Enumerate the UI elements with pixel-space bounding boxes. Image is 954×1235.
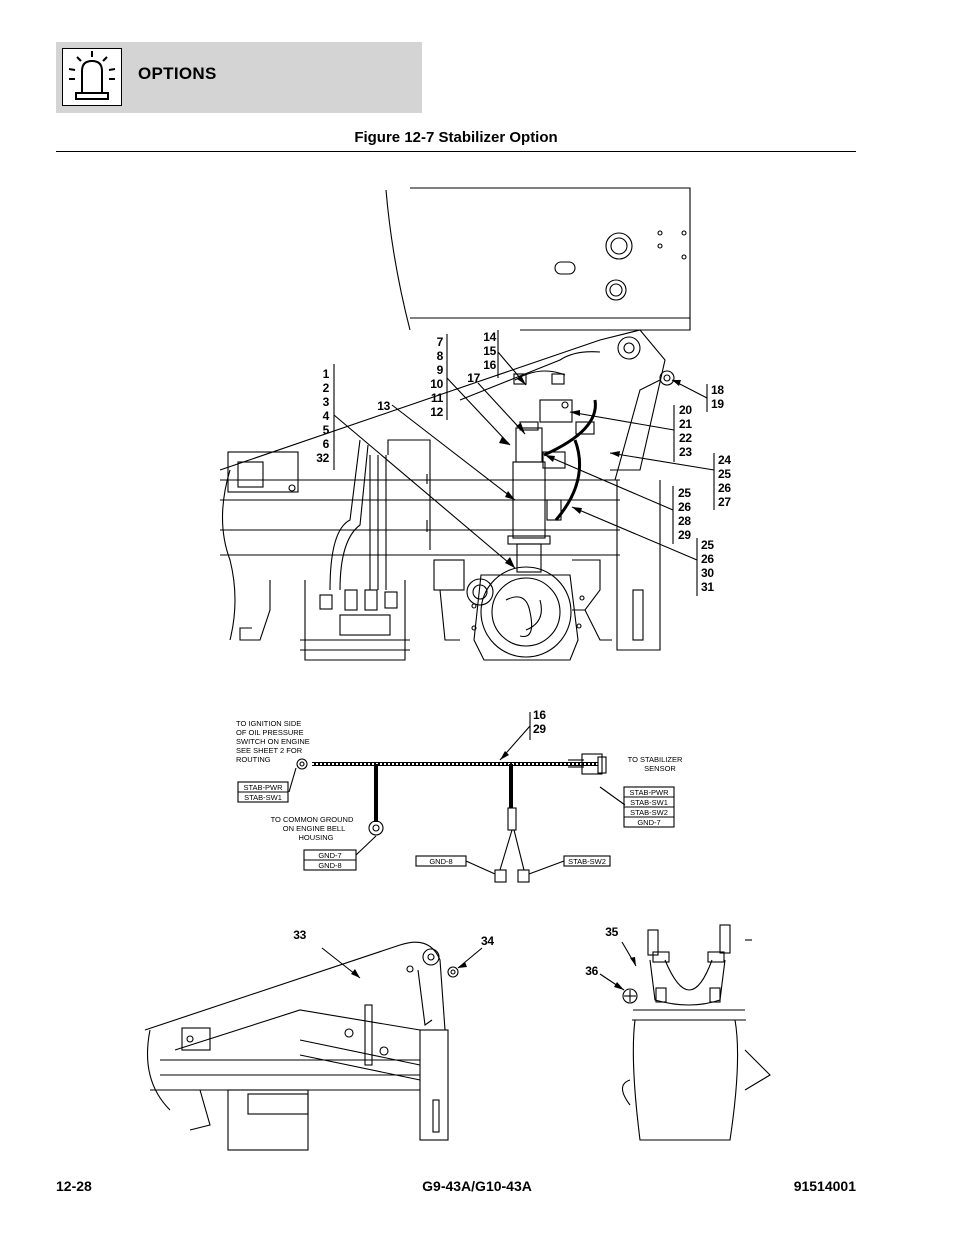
callout-24: 24 (718, 453, 731, 467)
tag-ground-gnd-7: GND-7 (318, 851, 341, 860)
callout-18: 18 (711, 383, 724, 397)
callout-6: 6 (323, 437, 330, 451)
tag-left-stab-pwr: STAB-PWR (243, 783, 283, 792)
footer-page-number: 12-28 (56, 1178, 92, 1194)
callout-1: 1 (323, 367, 330, 381)
footer-model: G9-43A/G10-43A (422, 1178, 532, 1194)
note-ignition-line5: ROUTING (236, 755, 271, 764)
callout-26a: 26 (718, 481, 731, 495)
callout-25a: 25 (718, 467, 731, 481)
callout-14: 14 (483, 330, 496, 344)
callout-25b: 25 (678, 486, 691, 500)
callout-36: 36 (585, 964, 598, 978)
tag-ground-gnd-8: GND-8 (318, 861, 341, 870)
callout-2: 2 (323, 381, 330, 395)
callout-17: 17 (467, 371, 480, 385)
callout-16b: 16 (533, 708, 546, 722)
callout-22: 22 (679, 431, 692, 445)
callout-26b: 26 (678, 500, 691, 514)
tag-stab-sw2: STAB-SW2 (568, 857, 606, 866)
note-ground-line3: HOUSING (298, 833, 333, 842)
tag-right-stab-sw2: STAB-SW2 (630, 808, 668, 817)
callout-25c: 25 (701, 538, 714, 552)
callout-34: 34 (481, 934, 494, 948)
callout-29b: 29 (533, 722, 546, 736)
tag-right-stab-pwr: STAB-PWR (629, 788, 669, 797)
tag-gnd-8: GND-8 (429, 857, 452, 866)
note-ignition-line4: SEE SHEET 2 FOR (236, 746, 303, 755)
callout-19: 19 (711, 397, 724, 411)
note-ignition-line2: OF OIL PRESSURE (236, 728, 304, 737)
callout-33: 33 (293, 928, 306, 942)
note-ground-line2: ON ENGINE BELL (283, 824, 346, 833)
callout-13: 13 (377, 399, 390, 413)
callout-20: 20 (679, 403, 692, 417)
callout-31: 31 (701, 580, 714, 594)
callout-21: 21 (679, 417, 692, 431)
callout-3: 3 (323, 395, 330, 409)
callout-12: 12 (430, 405, 443, 419)
note-sensor-line2: SENSOR (644, 764, 676, 773)
note-ignition-line1: TO IGNITION SIDE (236, 719, 301, 728)
figure-title: Figure 12-7 Stabilizer Option (354, 129, 558, 146)
callout-28: 28 (678, 514, 691, 528)
title-rule (56, 151, 856, 152)
callout-10: 10 (430, 377, 443, 391)
callout-4: 4 (323, 409, 330, 423)
note-ignition-line3: SWITCH ON ENGINE (236, 737, 310, 746)
callout-8: 8 (437, 349, 444, 363)
callout-29a: 29 (678, 528, 691, 542)
callout-11: 11 (431, 391, 444, 405)
callout-7: 7 (437, 335, 444, 349)
callout-30: 30 (701, 566, 714, 580)
section-title: OPTIONS (138, 64, 217, 83)
callout-16: 16 (483, 358, 496, 372)
callout-32: 32 (316, 451, 329, 465)
tag-right-stab-sw1: STAB-SW1 (630, 798, 668, 807)
tag-right-gnd-7: GND-7 (637, 818, 660, 827)
note-ground-line1: TO COMMON GROUND (271, 815, 354, 824)
warning-light-icon (62, 48, 122, 106)
callout-23: 23 (679, 445, 692, 459)
callout-26c: 26 (701, 552, 714, 566)
footer-doc-number: 91514001 (793, 1178, 856, 1194)
callout-15: 15 (483, 344, 496, 358)
tag-left-stab-sw1: STAB-SW1 (244, 793, 282, 802)
callout-35: 35 (605, 925, 618, 939)
note-sensor-line1: TO STABILIZER (628, 755, 683, 764)
callout-9: 9 (437, 363, 444, 377)
callout-5: 5 (323, 423, 330, 437)
callout-27: 27 (718, 495, 731, 509)
